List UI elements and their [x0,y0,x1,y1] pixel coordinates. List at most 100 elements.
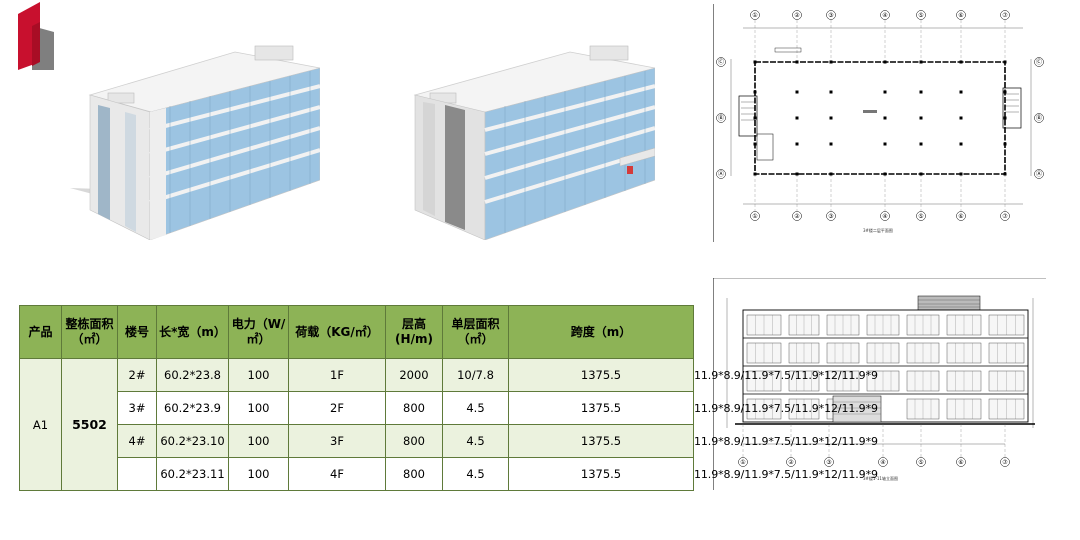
axis-bubble [1034,113,1044,123]
plan-column-axes-bottom: ① ② ③ ④ ⑤ ⑥ ⑦ [750,174,1010,221]
cell-building-no: 4# [117,424,157,458]
axis-label: ② [794,12,800,19]
axis-bubble [716,113,726,123]
axis-bubble [916,211,926,221]
building-render-2 [413,45,655,240]
cell-floor-height: 4.5 [442,424,509,458]
cell-floor: 1F [288,358,386,392]
axis-label: Ⓒ [1036,58,1042,66]
table-row: 3#60.2*23.91002F8004.51375.511.9*8.9/11.… [20,391,878,425]
cell-product: A1 [19,358,62,491]
axis-bubble [956,211,966,221]
cell-power: 100 [228,457,289,491]
header-floor-area: 单层面积（㎡） [442,305,509,359]
axis-bubble [1034,57,1044,67]
floor-plan-drawing: ① ② ③ ④ ⑤ ⑥ ⑦ ① ② ③ ④ ⑤ ⑥ ⑦ Ⓐ Ⓐ Ⓑ Ⓑ Ⓒ Ⓒ 3#楼二层平面图 [713,4,1044,242]
header-product: 产品 [19,305,62,359]
cell-load: 800 [385,457,443,491]
cell-floor: 2F [288,391,386,425]
cell-load: 2000 [385,358,443,392]
axis-label: ④ [880,459,885,466]
cell-building-no [117,457,157,491]
axis-label: Ⓒ [718,58,724,66]
axis-label: ⑤ [918,12,923,19]
axis-label: Ⓐ [1036,170,1042,178]
axis-bubble [880,211,890,221]
axis-bubble [750,10,760,20]
axis-bubble [826,10,836,20]
header-floor-height: 层高(H/m) [385,305,443,359]
axis-bubble [880,10,890,20]
axis-label: ③ [826,459,831,466]
plan-caption: 3#楼二层平面图 [863,227,893,233]
cell-floor-height: 4.5 [442,457,509,491]
cell-load: 800 [385,424,443,458]
axis-label: ⑦ [1002,12,1008,19]
axis-bubble [824,457,834,467]
axis-label: ③ [828,213,833,220]
table-row: A155022#60.2*23.81001F200010/7.81375.511… [19,358,878,491]
axis-bubble [1000,211,1010,221]
header-total-area: 整栋面积（㎡） [61,305,118,359]
axis-bubble [1034,169,1044,179]
cell-dimensions: 60.2*23.9 [156,391,229,425]
axis-label: Ⓐ [718,170,724,178]
axis-bubble [792,10,802,20]
cell-floor-area: 1375.5 [508,358,694,392]
plan-column-axes: ① ② ③ ④ ⑤ ⑥ ⑦ [750,10,1010,62]
axis-bubble [956,10,966,20]
axis-label: ① [740,459,745,466]
axis-label: ⑥ [958,12,963,19]
axis-bubble [716,169,726,179]
plan-row-axes: Ⓐ Ⓐ Ⓑ Ⓑ Ⓒ Ⓒ [716,57,1044,179]
axis-label: ② [794,213,800,220]
axis-bubble [792,211,802,221]
axis-label: ① [752,12,757,19]
header-dimensions: 长*宽（m） [156,305,229,359]
cell-power: 100 [228,391,289,425]
axis-label: ⑤ [918,213,923,220]
table-header-row: 产品整栋面积（㎡）楼号长*宽（m）电力（W/㎡）荷载（KG/㎡）层高(H/m)单… [19,305,694,359]
cell-floor-area: 1375.5 [508,424,694,458]
cell-floor: 4F [288,457,386,491]
axis-bubble [750,211,760,221]
header-power: 电力（W/㎡） [228,305,289,359]
axis-bubble [956,457,966,467]
cell-floor-height: 4.5 [442,391,509,425]
header-load: 荷载（KG/㎡） [288,305,386,359]
axis-bubble [916,10,926,20]
header-building-no: 楼号 [117,305,157,359]
cell-building-no: 2# [117,358,157,392]
axis-label: ③ [828,12,833,19]
cell-power: 100 [228,358,289,392]
cell-dimensions: 60.2*23.11 [156,457,229,491]
cell-load: 800 [385,391,443,425]
spec-table: 产品整栋面积（㎡）楼号长*宽（m）电力（W/㎡）荷载（KG/㎡）层高(H/m)单… [19,305,878,491]
company-logo [18,2,54,70]
axis-label: Ⓑ [718,114,724,122]
axis-label: ④ [882,213,887,220]
axis-label: ⑥ [958,213,963,220]
axis-label: ⑦ [1002,213,1008,220]
axis-label: ④ [882,12,887,19]
axis-bubble [916,457,926,467]
header-span: 跨度（m） [508,305,694,359]
cell-total-area: 5502 [61,358,118,491]
cell-floor-height: 10/7.8 [442,358,509,392]
cell-building-no: 3# [117,391,157,425]
axis-label: ② [788,459,794,466]
cell-floor-area: 1375.5 [508,391,694,425]
axis-bubble [786,457,796,467]
axis-bubble [1000,10,1010,20]
axis-label: ① [752,213,757,220]
building-render-1 [70,45,320,240]
axis-bubble [716,57,726,67]
cell-floor: 3F [288,424,386,458]
axis-label: Ⓑ [1036,114,1042,122]
cell-dimensions: 60.2*23.10 [156,424,229,458]
cell-dimensions: 60.2*23.8 [156,358,229,392]
axis-label: ⑥ [958,459,963,466]
